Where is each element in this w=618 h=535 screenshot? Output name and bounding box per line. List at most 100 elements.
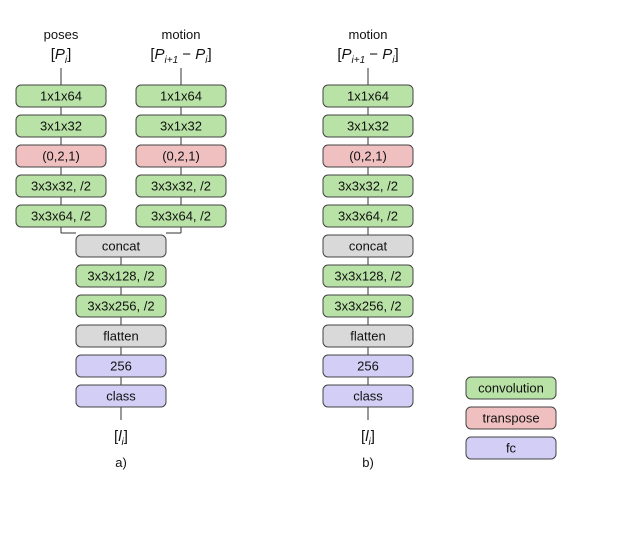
diagram-a-branch2-3x1x32-block-rect (135, 114, 227, 138)
diagram-b-256-block-label: 256 (357, 359, 379, 374)
diagram-b-3x1x32-block-label: 3x1x32 (347, 119, 389, 134)
diagram-a-branch2-3x1x32-block-label: 3x1x32 (160, 119, 202, 134)
diagram-b-3x3x32-2-block-rect (322, 174, 414, 198)
text-labels: poses [Pi] motion [Pi+1 − Pi] [li] a) motion [P… (44, 27, 399, 470)
diagram-a-flatten-block-label: flatten (103, 329, 138, 344)
diagram-b-concat-block: concat (322, 234, 414, 258)
diagram-b-3x3x64-2-block: 3x3x64, /2 (322, 204, 414, 228)
diagram-a-branch1-3x3x64-2-block: 3x3x64, /2 (15, 204, 107, 228)
diagram-a-256-block: 256 (75, 354, 167, 378)
diagram-a-branch1-3x3x64-2-block-label: 3x3x64, /2 (31, 209, 91, 224)
diagram-a-branch2-1x1x64-block-rect (135, 84, 227, 108)
diagram-a-branch-motion-input: [Pi+1 − Pi] (150, 46, 211, 66)
diagram-a-caption: a) (115, 455, 127, 470)
diagram-a-branch1-1x1x64-block-label: 1x1x64 (40, 89, 82, 104)
diagram-b-3x3x256-2-block-rect (322, 294, 414, 318)
diagram-b-3x3x128-2-block-rect (322, 264, 414, 288)
diagram-a-branch1-3x3x32-2-block: 3x3x32, /2 (15, 174, 107, 198)
diagram-b-0-2-1-block: (0,2,1) (322, 144, 414, 168)
diagram-a-3x3x256-2-block-label: 3x3x256, /2 (87, 299, 154, 314)
legend-fc-label: fc (506, 441, 517, 456)
connector-lines (60, 68, 369, 420)
diagram-a-branch2-0-2-1-block-rect (135, 144, 227, 168)
legend-convolution-label: convolution (478, 381, 544, 396)
diagram-a-branch1-3x3x64-2-block-rect (15, 204, 107, 228)
diagram-b-output: [li] (361, 428, 375, 448)
diagram-b-class-block: class (322, 384, 414, 408)
diagram-a-flatten-block: flatten (75, 324, 167, 348)
diagram-b-class-block-label: class (353, 389, 383, 404)
diagram-a-branch-motion-title: motion (161, 27, 200, 42)
diagram-b-1x1x64-block-rect (322, 84, 414, 108)
legend-fc: fc (465, 436, 557, 460)
diagram-a-output: [li] (114, 428, 128, 448)
diagram-a-branch1-0-2-1-block: (0,2,1) (15, 144, 107, 168)
diagram-a-branch2-0-2-1-block: (0,2,1) (135, 144, 227, 168)
diagram-a-branch-poses-input: [Pi] (51, 46, 72, 66)
diagram-b-3x3x32-2-block: 3x3x32, /2 (322, 174, 414, 198)
diagram-b-input: [Pi+1 − Pi] (337, 46, 398, 66)
diagram-a-branch2-3x3x64-2-block: 3x3x64, /2 (135, 204, 227, 228)
diagram-b-caption: b) (362, 455, 374, 470)
diagram-a-concat-block-rect (75, 234, 167, 258)
diagram-a-branch2-3x3x64-2-block-label: 3x3x64, /2 (151, 209, 211, 224)
diagram-a-branch2-1x1x64-block: 1x1x64 (135, 84, 227, 108)
diagram-a-256-block-label: 256 (110, 359, 132, 374)
diagram-a-branch1-3x1x32-block-label: 3x1x32 (40, 119, 82, 134)
diagram-b-0-2-1-block-rect (322, 144, 414, 168)
legend-convolution: convolution (465, 376, 557, 400)
diagram-b-256-block: 256 (322, 354, 414, 378)
diagram-b-title: motion (348, 27, 387, 42)
diagram-b-3x3x128-2-block: 3x3x128, /2 (322, 264, 414, 288)
diagram-a-concat-block: concat (75, 234, 167, 258)
diagram-b-concat-block-label: concat (349, 239, 388, 254)
diagram-a-branch1-1x1x64-block-rect (15, 84, 107, 108)
diagram-a-branch2-0-2-1-block-label: (0,2,1) (162, 149, 200, 164)
diagram-b-1x1x64-block-label: 1x1x64 (347, 89, 389, 104)
diagram-a-branch1-3x1x32-block-rect (15, 114, 107, 138)
diagram-a-branch1-3x3x32-2-block-label: 3x3x32, /2 (31, 179, 91, 194)
diagram-a-branch2-3x3x32-2-block-rect (135, 174, 227, 198)
diagram-a-branch-poses-title: poses (44, 27, 79, 42)
diagram-b-3x1x32-block-rect (322, 114, 414, 138)
diagram-b-1x1x64-block: 1x1x64 (322, 84, 414, 108)
diagram-a-concat-block-label: concat (102, 239, 141, 254)
diagram-b-flatten-block-label: flatten (350, 329, 385, 344)
diagram-a-branch1-0-2-1-block-rect (15, 144, 107, 168)
legend-transpose-rect (465, 406, 557, 430)
diagram-b-0-2-1-block-label: (0,2,1) (349, 149, 387, 164)
diagram-a-3x3x128-2-block: 3x3x128, /2 (75, 264, 167, 288)
diagram-b-3x1x32-block: 3x1x32 (322, 114, 414, 138)
diagram-b-3x3x64-2-block-label: 3x3x64, /2 (338, 209, 398, 224)
diagram-a-branch1-1x1x64-block: 1x1x64 (15, 84, 107, 108)
diagram-b-flatten-block-rect (322, 324, 414, 348)
diagram-a-class-block-label: class (106, 389, 136, 404)
diagram-b-3x3x256-2-block-label: 3x3x256, /2 (334, 299, 401, 314)
diagram-a-branch1-3x1x32-block: 3x1x32 (15, 114, 107, 138)
layer-blocks: 1x1x64 3x1x32 (0,2,1) 3x3x32, /2 3x3x64, /2 1… (15, 84, 557, 460)
diagram-b-class-block-rect (322, 384, 414, 408)
diagram-b-3x3x32-2-block-label: 3x3x32, /2 (338, 179, 398, 194)
diagram-b-3x3x256-2-block: 3x3x256, /2 (322, 294, 414, 318)
legend-convolution-rect (465, 376, 557, 400)
diagram-b-flatten-block: flatten (322, 324, 414, 348)
diagram-a-branch1-0-2-1-block-label: (0,2,1) (42, 149, 80, 164)
diagram-a-branch1-3x3x32-2-block-rect (15, 174, 107, 198)
diagram-b-256-block-rect (322, 354, 414, 378)
diagram-a-3x3x256-2-block: 3x3x256, /2 (75, 294, 167, 318)
legend-fc-rect (465, 436, 557, 460)
diagram-a-branch2-1x1x64-block-label: 1x1x64 (160, 89, 202, 104)
diagram-a-class-block-rect (75, 384, 167, 408)
legend-transpose-label: transpose (482, 411, 539, 426)
diagram-a-3x3x256-2-block-rect (75, 294, 167, 318)
diagram-b-3x3x128-2-block-label: 3x3x128, /2 (334, 269, 401, 284)
legend-transpose: transpose (465, 406, 557, 430)
diagram-a-flatten-block-rect (75, 324, 167, 348)
diagram-a-3x3x128-2-block-label: 3x3x128, /2 (87, 269, 154, 284)
diagram-a-class-block: class (75, 384, 167, 408)
diagram-a-3x3x128-2-block-rect (75, 264, 167, 288)
diagram-a-branch2-3x3x32-2-block: 3x3x32, /2 (135, 174, 227, 198)
diagram-b-3x3x64-2-block-rect (322, 204, 414, 228)
diagram-b-concat-block-rect (322, 234, 414, 258)
